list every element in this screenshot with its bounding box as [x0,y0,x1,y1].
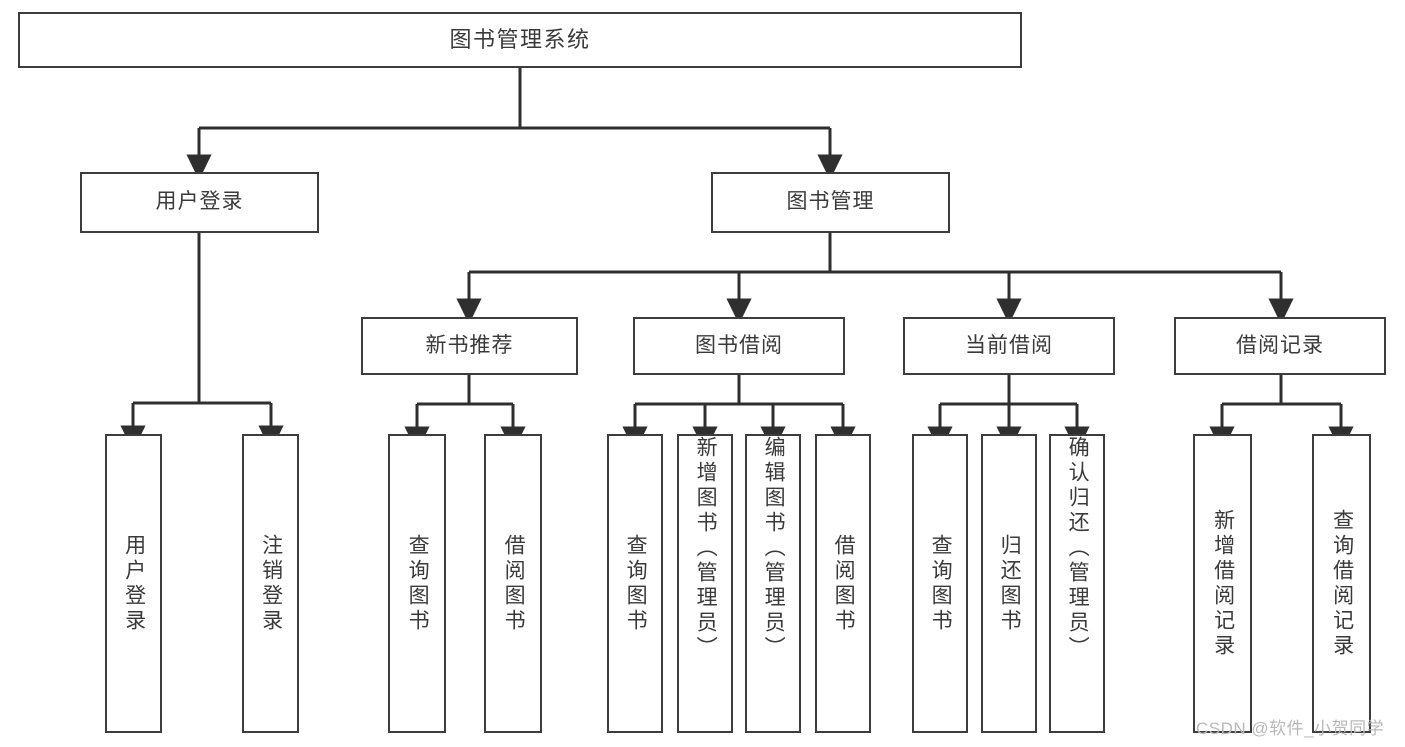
node-label: 图书管理系统 [449,27,591,53]
leaf-book-borrow-add-book-admin[interactable]: 新增图书（管理员） [677,434,733,733]
node-label: 查询图书 [624,533,648,634]
leaf-current-borrow-query-book[interactable]: 查询图书 [912,434,968,733]
node-label: 新增图书（管理员） [694,436,718,661]
node-label: 用户登录 [122,533,146,634]
csdn-watermark: CSDN @软件_小贺同学 [1196,719,1385,738]
node-label: 图书管理 [786,190,875,214]
node-label: 图书借阅 [695,333,783,357]
leaf-new-book-borrow-book[interactable]: 借阅图书 [484,434,542,733]
node-label: 新增借阅记录 [1211,508,1235,659]
node-label: 查询图书 [929,533,953,634]
node-borrow-record[interactable]: 借阅记录 [1174,317,1386,375]
leaf-book-borrow-borrow-book[interactable]: 借阅图书 [815,434,871,733]
node-label: 借阅图书 [502,533,526,634]
leaf-current-borrow-return-book[interactable]: 归还图书 [981,434,1037,733]
leaf-borrow-record-query-record[interactable]: 查询借阅记录 [1312,434,1371,733]
leaf-user-login-logout[interactable]: 注销登录 [242,434,299,733]
leaf-user-login-login[interactable]: 用户登录 [105,434,162,733]
leaf-new-book-query-book[interactable]: 查询图书 [388,434,446,733]
node-current-borrow[interactable]: 当前借阅 [903,317,1115,375]
node-label: 编辑图书（管理员） [762,436,786,661]
node-label: 新书推荐 [425,333,514,357]
leaf-borrow-record-add-record[interactable]: 新增借阅记录 [1193,434,1252,733]
node-label: 用户登录 [155,190,244,214]
node-label: 归还图书 [998,533,1022,634]
node-root-book-management-system[interactable]: 图书管理系统 [18,12,1022,68]
leaf-book-borrow-edit-book-admin[interactable]: 编辑图书（管理员） [745,434,801,733]
node-new-book-recommend[interactable]: 新书推荐 [361,317,578,375]
node-user-login[interactable]: 用户登录 [80,172,319,233]
node-label: 查询借阅记录 [1330,508,1354,659]
node-label: 查询图书 [406,533,430,634]
leaf-current-borrow-confirm-return-admin[interactable]: 确认归还（管理员） [1049,434,1105,733]
leaf-book-borrow-query-book[interactable]: 查询图书 [607,434,663,733]
node-label: 注销登录 [259,533,283,634]
node-label: 借阅记录 [1236,333,1324,357]
node-label: 确认归还（管理员） [1066,436,1090,661]
node-label: 当前借阅 [965,333,1053,357]
node-label: 借阅图书 [832,533,856,634]
node-book-borrow[interactable]: 图书借阅 [633,317,845,375]
node-book-management[interactable]: 图书管理 [711,172,950,233]
